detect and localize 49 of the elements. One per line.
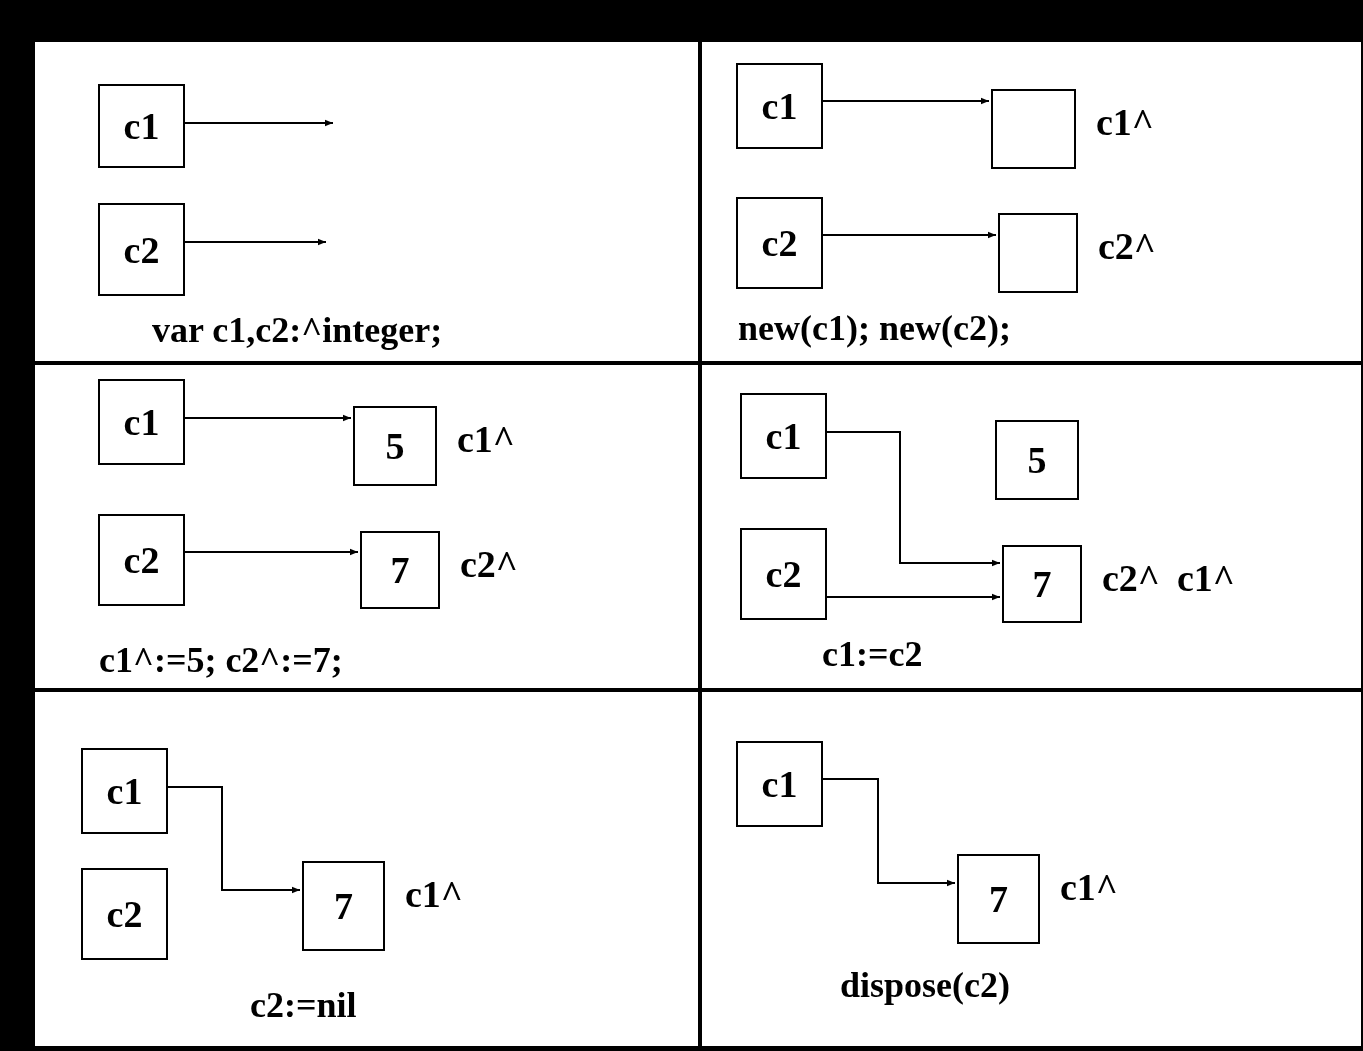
variable-box: c2 — [736, 197, 823, 289]
arrow — [182, 548, 359, 556]
arrow — [182, 414, 352, 422]
code-caption: c1^:=5; c2^:=7; — [99, 642, 343, 678]
panel — [33, 690, 700, 1048]
arrow — [820, 97, 990, 105]
arrow — [824, 431, 1001, 567]
memory-cell: 7 — [1002, 545, 1082, 623]
pointer-label: c1^ — [1177, 559, 1235, 597]
code-caption: c1:=c2 — [822, 636, 923, 672]
code-caption: c2:=nil — [250, 987, 357, 1023]
panel — [33, 363, 700, 690]
memory-cell — [991, 89, 1076, 169]
variable-box: c1 — [736, 741, 823, 827]
memory-cell: 7 — [360, 531, 440, 609]
pointer-label: c1^ — [405, 875, 463, 913]
memory-cell: 5 — [353, 406, 437, 486]
variable-box: c2 — [740, 528, 827, 620]
panel — [700, 690, 1363, 1048]
arrow — [820, 778, 956, 887]
arrow — [820, 231, 997, 239]
variable-box: c2 — [98, 203, 185, 296]
memory-cell — [998, 213, 1078, 293]
code-caption: new(c1); new(c2); — [738, 310, 1011, 346]
variable-box: c1 — [98, 84, 185, 168]
variable-box: c1 — [98, 379, 185, 465]
pointer-label: c1^ — [1096, 103, 1154, 141]
code-caption: var c1,c2:^integer; — [152, 312, 443, 348]
arrow — [824, 593, 1001, 601]
pointer-label: c2^ — [460, 545, 518, 583]
code-caption: dispose(c2) — [840, 967, 1010, 1003]
panel — [700, 363, 1363, 690]
pointer-label: c1^ — [1060, 868, 1118, 906]
pointer-label: c1^ — [457, 420, 515, 458]
arrow — [182, 238, 327, 246]
pointer-label: c2^ — [1098, 227, 1156, 265]
variable-box: c1 — [81, 748, 168, 834]
variable-box: c1 — [740, 393, 827, 479]
arrow — [182, 119, 334, 127]
panel — [33, 40, 700, 363]
variable-box: c2 — [81, 868, 168, 960]
variable-box: c1 — [736, 63, 823, 149]
memory-cell: 7 — [957, 854, 1040, 944]
arrow — [165, 786, 301, 894]
memory-cell: 5 — [995, 420, 1079, 500]
memory-cell: 7 — [302, 861, 385, 951]
pointer-label: c2^ — [1102, 559, 1160, 597]
panel — [700, 40, 1363, 363]
variable-box: c2 — [98, 514, 185, 606]
